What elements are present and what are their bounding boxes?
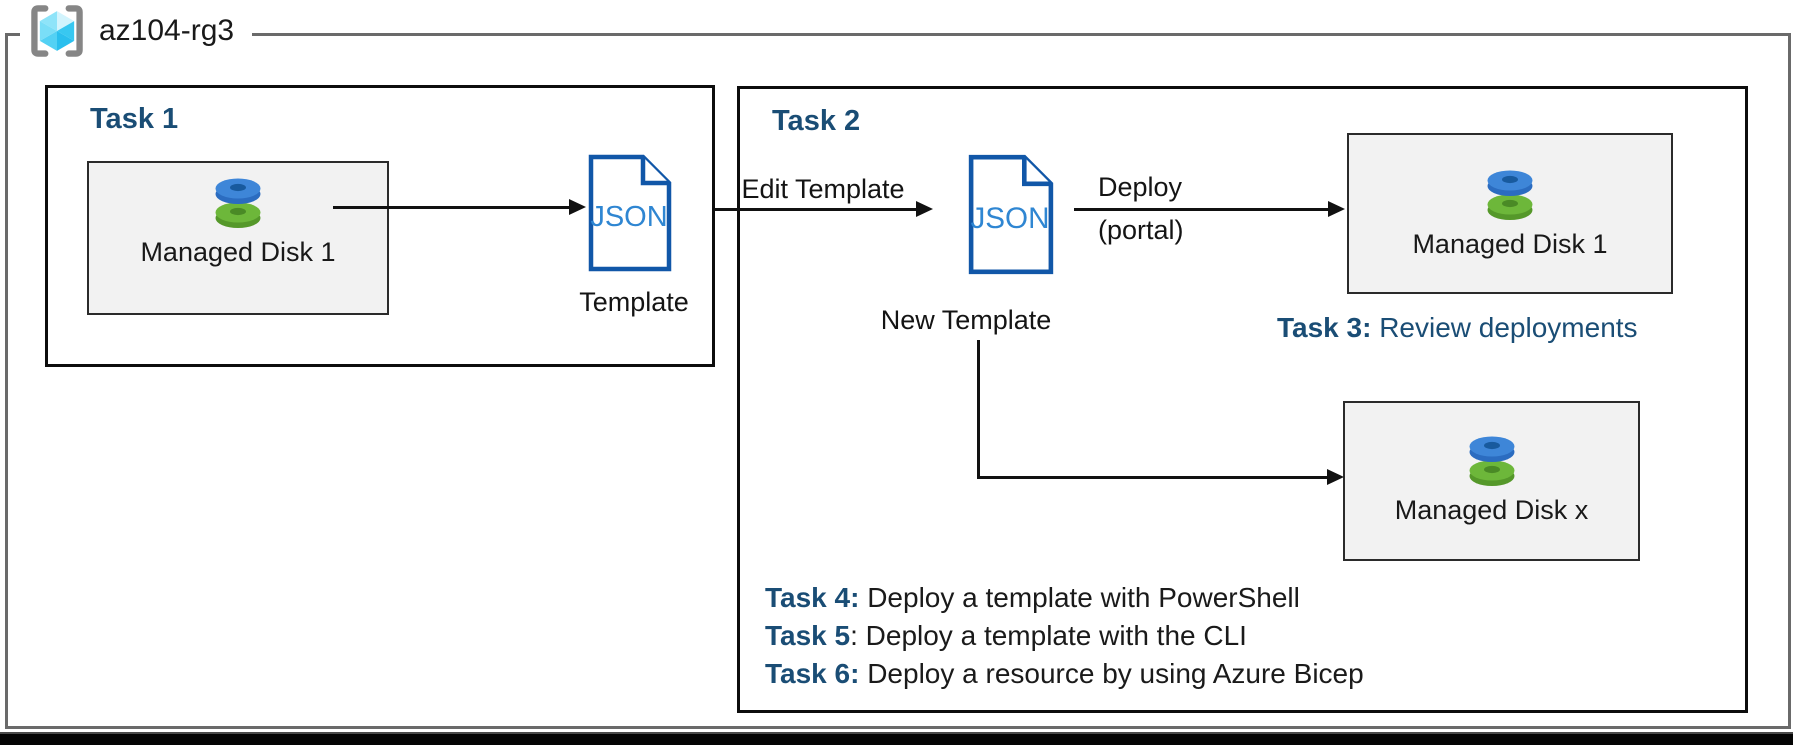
- edit-template-label: Edit Template: [741, 174, 905, 204]
- task-list: Task 4: Deploy a template with PowerShel…: [765, 579, 1364, 693]
- task4-prefix: Task 4:: [765, 582, 860, 613]
- managed-disk-x-label: Managed Disk x: [1394, 495, 1589, 525]
- arrow-disk-to-template-head: [569, 199, 586, 215]
- managed-disk-icon: [215, 178, 261, 228]
- arrow-edit-template: [714, 208, 916, 211]
- arrow-edit-template-head: [916, 201, 933, 217]
- arrow-deploy: [1074, 208, 1328, 211]
- managed-disk-icon: [1469, 436, 1514, 486]
- managed-disk-1-deployed-box: Managed Disk 1: [1347, 133, 1673, 294]
- resource-group-label: az104-rg3: [20, 2, 253, 60]
- task5-text: : Deploy a template with the CLI: [850, 620, 1247, 651]
- task4-text: Deploy a template with PowerShell: [859, 582, 1300, 613]
- task3-prefix: Task 3:: [1277, 312, 1372, 343]
- arrow-branch-head: [1327, 469, 1344, 485]
- managed-disk-x-box: Managed Disk x: [1343, 401, 1640, 561]
- template-label: Template: [579, 287, 689, 317]
- managed-disk-1-deployed-label: Managed Disk 1: [1412, 229, 1608, 259]
- task1-title: Task 1: [90, 103, 179, 135]
- task2-title: Task 2: [772, 105, 861, 137]
- json-template-icon: JSON: [588, 154, 672, 272]
- task6-text: Deploy a resource by using Azure Bicep: [859, 658, 1364, 689]
- arrow-deploy-head: [1328, 201, 1345, 217]
- task6-prefix: Task 6:: [765, 658, 860, 689]
- managed-disk-1-box: Managed Disk 1: [87, 161, 389, 315]
- resource-group-icon: [31, 5, 83, 57]
- new-template-label: New Template: [880, 305, 1052, 335]
- bottom-letterbox-bar: [0, 732, 1793, 745]
- task6-line: Task 6: Deploy a resource by using Azure…: [765, 655, 1364, 693]
- arrow-disk-to-template: [333, 206, 569, 209]
- task3-caption: Task 3: Review deployments: [1277, 312, 1638, 344]
- task3-text: Review deployments: [1371, 312, 1638, 343]
- json-new-template-icon: JSON: [968, 154, 1054, 275]
- arrow-branch-horizontal: [977, 476, 1329, 479]
- resource-group-border: [5, 33, 1791, 729]
- managed-disk-icon: [1487, 170, 1533, 220]
- task4-line: Task 4: Deploy a template with PowerShel…: [765, 579, 1364, 617]
- resource-group-name: az104-rg3: [99, 14, 235, 47]
- json-icon-text: JSON: [590, 201, 667, 233]
- task5-prefix: Task 5: [765, 620, 851, 651]
- managed-disk-1-label: Managed Disk 1: [140, 237, 336, 267]
- json-icon-text: JSON: [970, 202, 1049, 235]
- arrow-branch-vertical: [977, 340, 980, 479]
- deploy-portal-label: (portal): [1098, 215, 1184, 245]
- deploy-label: Deploy: [1098, 172, 1183, 202]
- task5-line: Task 5: Deploy a template with the CLI: [765, 617, 1364, 655]
